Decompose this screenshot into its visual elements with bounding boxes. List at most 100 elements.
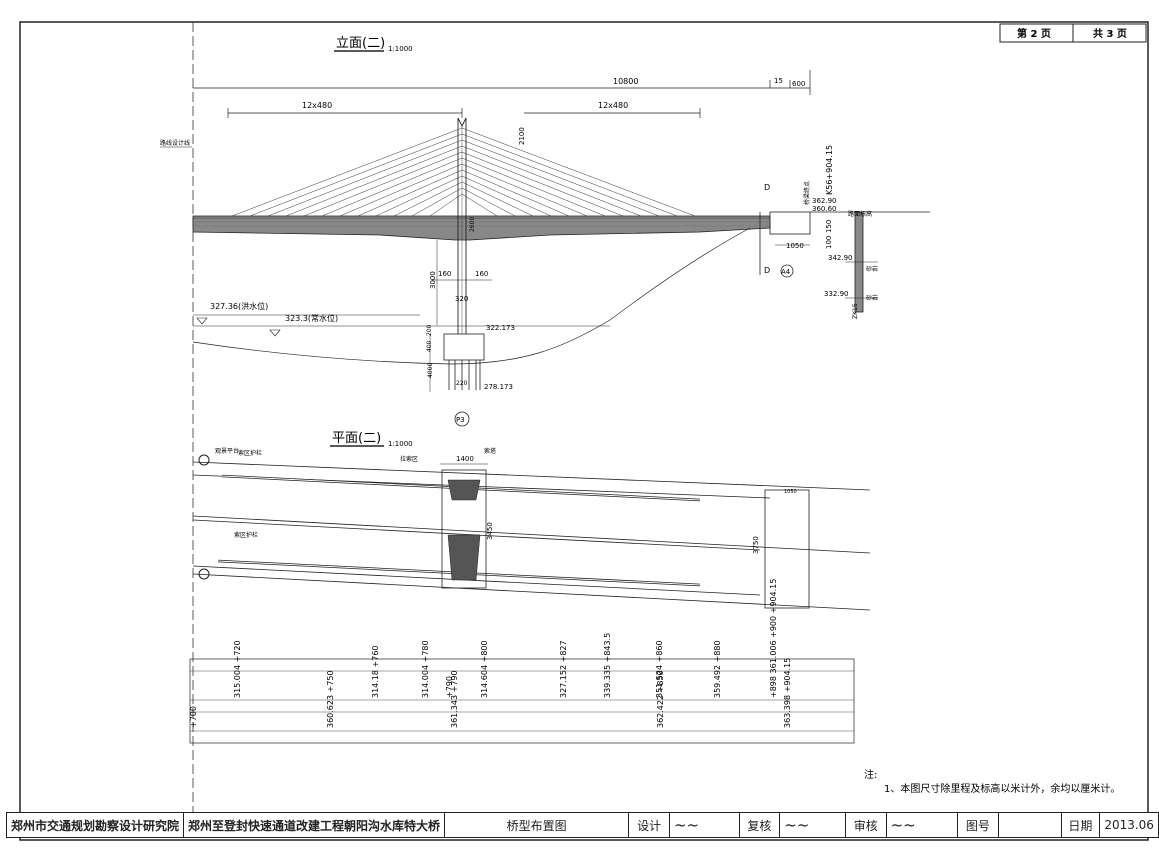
flood-level-label: 327.36(洪水位) xyxy=(210,301,268,311)
profile-station-lower: 362.422 +850 xyxy=(656,670,665,728)
stay-cable xyxy=(285,145,463,217)
soil-label-1: 砂岩 xyxy=(866,265,878,273)
end-note: 桥梁终点 xyxy=(803,181,811,205)
platform-mark-bottom xyxy=(198,568,210,580)
profile-station-upper: 359.492 +880 xyxy=(713,640,722,698)
profile-station-lower: 361.343 +790 xyxy=(450,670,459,728)
stay-cable xyxy=(461,175,552,217)
dim-200: 200 xyxy=(426,324,433,336)
abutment xyxy=(759,211,930,313)
elev-34290: 342.90 xyxy=(828,254,853,262)
plan-pylon xyxy=(447,479,481,581)
figure-label: 图号 xyxy=(957,812,999,838)
sheet-frame xyxy=(19,21,1149,841)
profile-station-upper: 351.524 +860 xyxy=(655,640,664,698)
date-label: 日期 xyxy=(1060,812,1101,838)
elevation-scale: 1:1000 xyxy=(388,45,413,53)
notes-line-1: 1、本图尺寸除里程及标高以米计外，余均以厘米计。 xyxy=(884,782,1120,795)
stay-cable xyxy=(461,145,642,217)
end-station: K56+904.15 xyxy=(825,145,834,195)
elev-322: 322.173 xyxy=(486,324,515,332)
stay-cable xyxy=(249,133,463,217)
stay-cable xyxy=(375,175,463,217)
pier-tag xyxy=(454,411,470,427)
sheet-total: 共 3 页 xyxy=(1093,27,1127,40)
stay-cable xyxy=(339,163,463,217)
design-label: 设计 xyxy=(628,812,670,838)
stay-cable xyxy=(461,151,624,217)
dim-3450: 3450 xyxy=(486,522,494,540)
borehole-label: ZK15 xyxy=(852,303,859,319)
profile-station-upper: +790 xyxy=(445,676,454,698)
elev-33290: 332.90 xyxy=(824,290,849,298)
guard-label-bottom: 索区护栏 xyxy=(234,531,258,539)
dim-tower-seg: 2600 xyxy=(469,217,476,232)
anchor-zone-label: 拉索区 xyxy=(400,455,418,463)
cable-tower xyxy=(457,117,467,335)
profile-station-upper: 315.004 +720 xyxy=(233,640,242,698)
profile-station-lower: 360.623 +750 xyxy=(326,670,335,728)
drawing-name: 桥型布置图 xyxy=(444,812,630,838)
elev-278: 278.173 xyxy=(484,383,513,391)
stay-cable xyxy=(461,193,498,217)
bridge-deck xyxy=(192,215,771,241)
figure-number xyxy=(997,812,1062,838)
stay-cable xyxy=(461,157,606,217)
stay-cable xyxy=(267,139,463,217)
dim-400: 400 xyxy=(426,340,433,352)
elevation-title: 立面(二) xyxy=(336,36,385,51)
soil-label-2: 砂岩 xyxy=(866,294,878,302)
plan-title: 平面(二) xyxy=(332,431,381,446)
dim-a150: 150 xyxy=(825,220,833,233)
dim-600: 600 xyxy=(792,80,805,88)
elevation-dimensions xyxy=(193,70,811,118)
road-note: 路面标高 xyxy=(848,210,872,218)
stay-cable xyxy=(321,157,463,217)
profile-station-upper: 314.18 +760 xyxy=(371,645,380,698)
check-signature: ~~ xyxy=(779,812,846,838)
platform-mark-top xyxy=(198,454,210,466)
stay-cable xyxy=(461,181,534,217)
profile-station-upper: 314.004 +780 xyxy=(421,640,430,698)
pier-foundation xyxy=(429,333,485,392)
stay-cables xyxy=(231,127,696,217)
dim-3750: 3750 xyxy=(752,536,760,554)
section-mark-a: D xyxy=(764,183,770,192)
dim-a100: 100 xyxy=(825,236,833,249)
stay-cable xyxy=(461,163,588,217)
title-block: 郑州市交通规划勘察设计研究院 郑州至登封快速通道改建工程朝阳沟水库特大桥 桥型布… xyxy=(5,812,1159,838)
pier-id: P3 xyxy=(456,416,465,424)
water-levels xyxy=(193,314,610,337)
abutment-id: A4 xyxy=(781,268,791,276)
review-signature: ~~ xyxy=(885,812,959,838)
plan-scale: 1:1000 xyxy=(388,440,413,448)
profile-station-upper: +898 361.006 +900 +904.15 xyxy=(769,579,778,698)
design-signature: ~~ xyxy=(668,812,740,838)
profile-station-upper: 327.152 +827 xyxy=(559,640,568,698)
check-label: 复核 xyxy=(738,812,781,838)
normal-level-label: 323.3(常水位) xyxy=(285,313,338,323)
stay-cable xyxy=(303,151,463,217)
stay-cable xyxy=(461,133,678,217)
review-label: 审核 xyxy=(844,812,887,838)
date-value: 2013.06 xyxy=(1099,812,1159,838)
institute-name: 郑州市交通规划勘察设计研究院 xyxy=(5,812,185,838)
ground-line xyxy=(192,227,751,365)
dim-4000: 4000 xyxy=(427,363,434,378)
project-name: 郑州至登封快速通道改建工程朝阳沟水库特大桥 xyxy=(183,812,446,838)
profile-station-upper: 314.604 +800 xyxy=(480,640,489,698)
stay-cable xyxy=(357,169,463,217)
sheet-number: 第 2 页 xyxy=(1017,27,1051,40)
dim-span-left: 12x480 xyxy=(302,101,332,110)
dim-tower-top: 2100 xyxy=(518,127,526,145)
guard-label-top: 索区护栏 xyxy=(238,449,262,457)
dim-1050: 1050 xyxy=(786,242,804,250)
cable-label: 索塔 xyxy=(484,447,496,455)
stay-cable xyxy=(411,187,463,217)
stay-cable xyxy=(461,187,516,217)
platform-label: 观景平台 xyxy=(215,447,239,455)
section-mark-b: D xyxy=(764,266,770,275)
profile-station-upper: 339.335 +843.5 xyxy=(603,633,612,698)
